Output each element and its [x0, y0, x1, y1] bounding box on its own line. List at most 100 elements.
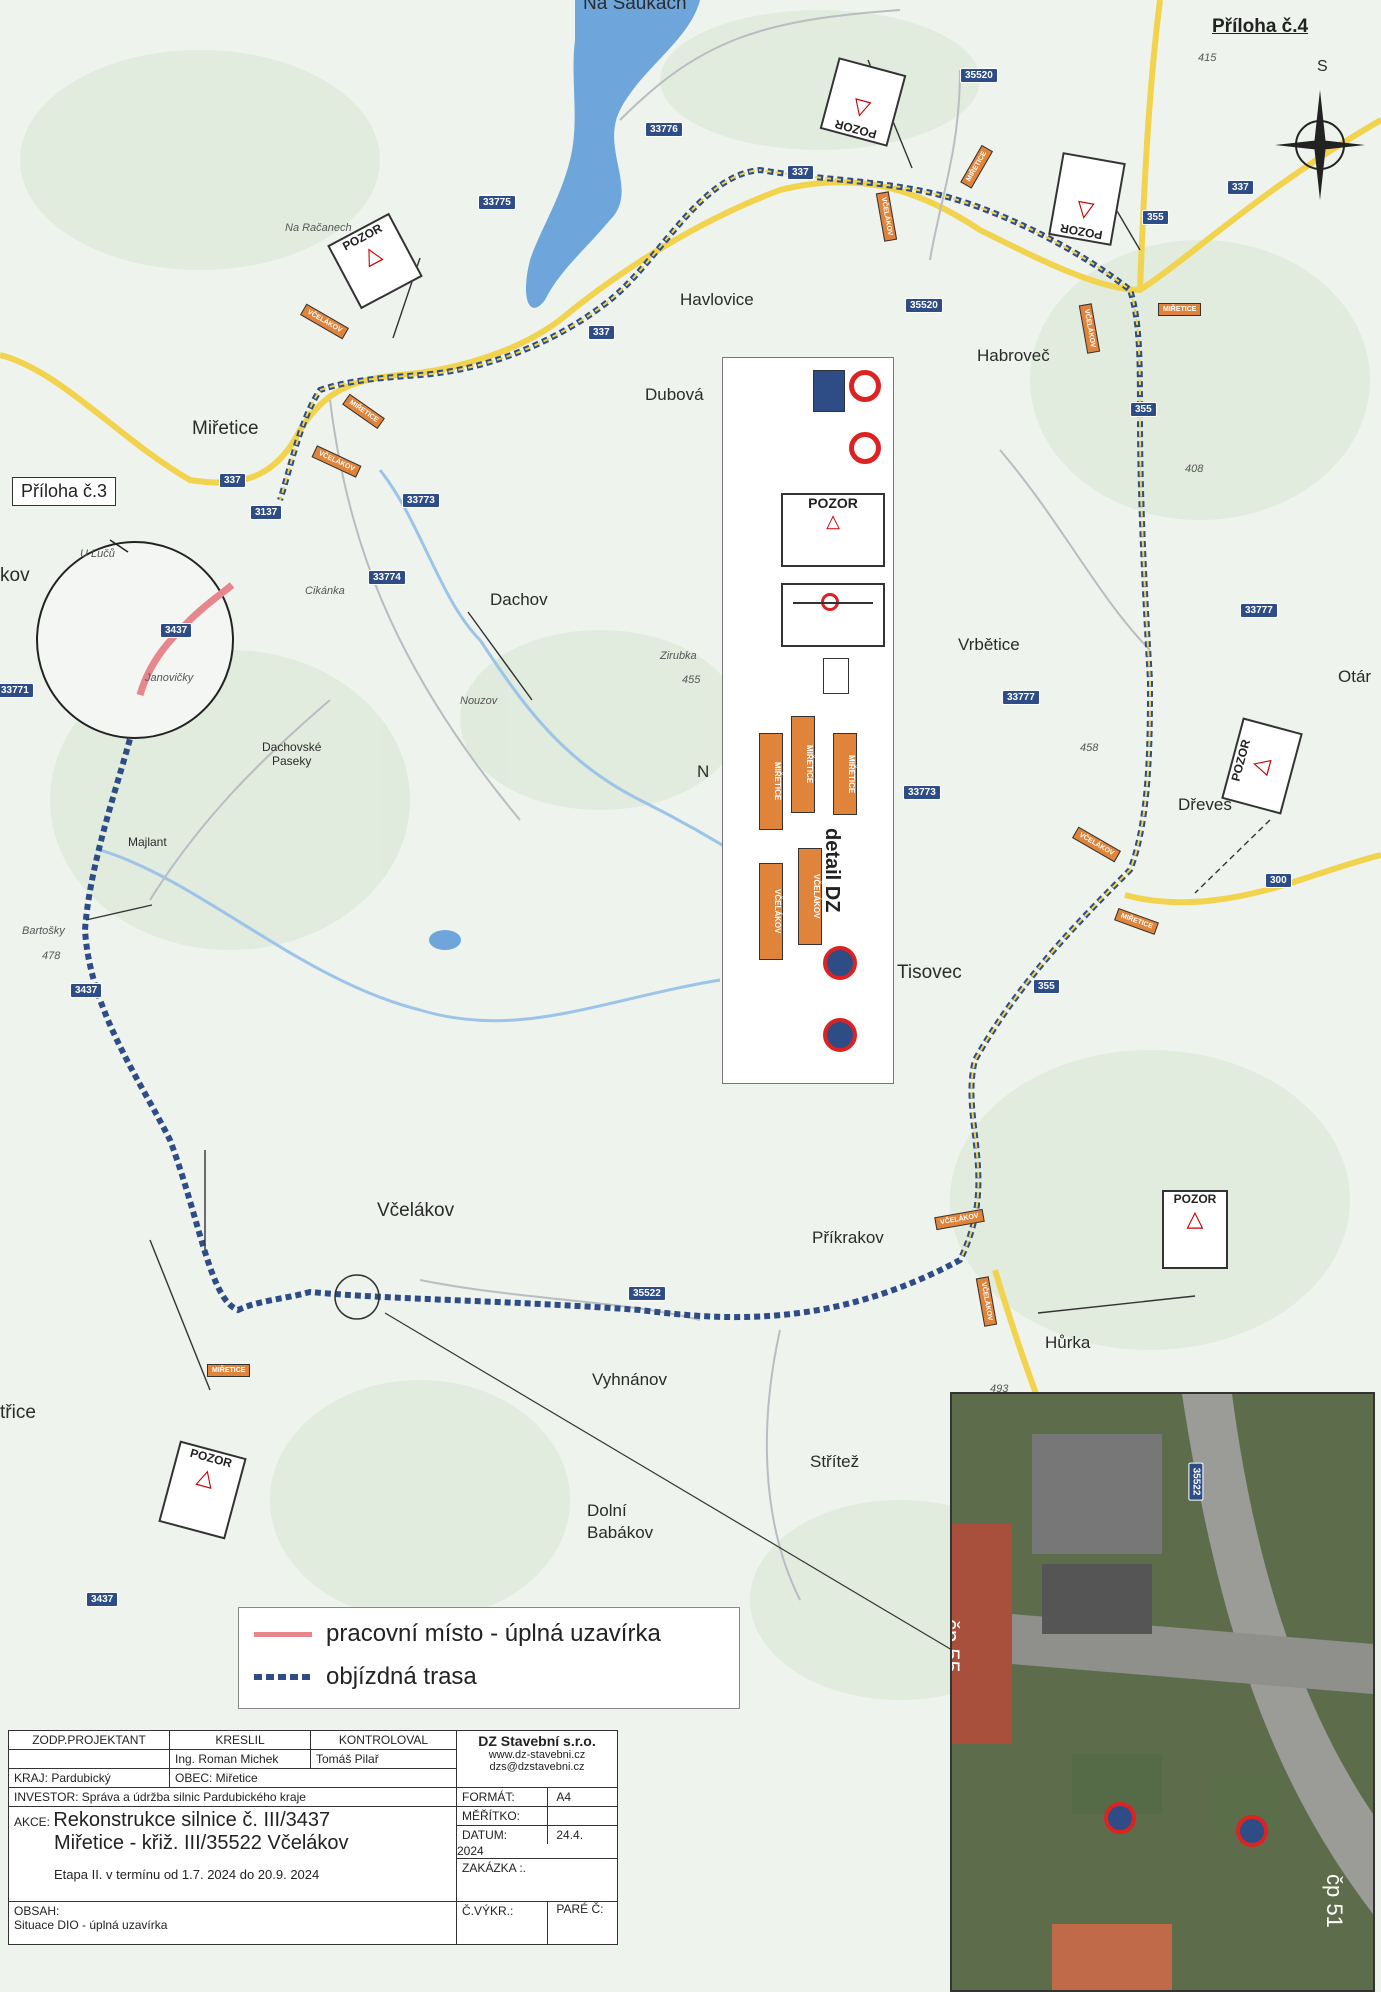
elevation-label: 415 — [1198, 52, 1217, 64]
tb-format-cell: FORMÁT: A4 — [456, 1787, 618, 1807]
tb-obsah-cell: OBSAH: Situace DIO - úplná uzavírka — [8, 1901, 457, 1945]
tb-format-label: FORMÁT: — [457, 1788, 548, 1806]
tb-header-kontroloval: KONTROLOVAL — [310, 1730, 457, 1750]
pozor-text: POZOR — [1173, 1192, 1217, 1206]
direction-sign: MIŘETICE — [207, 1364, 251, 1377]
tb-zakazka: ZAKÁZKA :. — [456, 1858, 618, 1902]
road-number: 337 — [787, 165, 814, 180]
road-number: 33777 — [1240, 603, 1278, 618]
stream — [99, 848, 721, 1023]
detail-direction-sign: MIŘETICE — [833, 733, 857, 815]
place-bartosky: Bartošky — [22, 925, 65, 937]
compass-rose — [1275, 90, 1365, 200]
tb-email: dzs@dzstavebni.cz — [489, 1761, 585, 1773]
legend-detour-swatch — [254, 1674, 312, 1680]
tb-kraj: KRAJ: Pardubický — [8, 1768, 170, 1788]
place-dreves: Dřeveš — [1178, 795, 1232, 814]
place-na-saukach: Na Saukách — [583, 0, 687, 14]
road-number: 337 — [588, 325, 615, 340]
tb-header-kreslil: KRESLIL — [169, 1730, 311, 1750]
place-dachov: Dachov — [490, 590, 548, 609]
pozor-warning-sign: POZOR △ — [1162, 1190, 1228, 1269]
road-number: 35520 — [905, 298, 943, 313]
tb-akce-line2: Miřetice - křiž. III/35522 Včelákov — [54, 1832, 349, 1854]
u4a-sign-icon — [823, 658, 849, 694]
detour-diagram-sign — [781, 583, 885, 647]
place-habrovec: Habroveč — [977, 346, 1050, 365]
direction-sign: MIŘETICE — [1158, 303, 1202, 316]
tb-cvykr-label: Č.VÝKR.: — [457, 1902, 548, 1944]
tb-web: www.dz-stavebni.cz — [488, 1749, 586, 1761]
road-number: 33775 — [478, 195, 516, 210]
detour-route — [81, 166, 1154, 1321]
road-number: 355 — [1142, 210, 1169, 225]
no-entry-circle-icon — [849, 432, 881, 464]
detail-pozor-text: POZOR — [808, 495, 858, 511]
tb-obec: OBEC: Miřetice — [169, 1768, 457, 1788]
tb-investor: INVESTOR: Správa a údržba silnic Pardubi… — [8, 1787, 457, 1807]
callout-arrow — [109, 539, 129, 553]
no-entry-circle-icon — [849, 370, 881, 402]
place-tisovec: Tisovec — [897, 962, 962, 983]
tb-meritko-cell: MĚŘÍTKO: — [456, 1806, 618, 1826]
road-number: 33774 — [368, 570, 406, 585]
place-celakov: Včelákov — [377, 1200, 455, 1221]
legend: pracovní místo - úplná uzavírka objízdná… — [238, 1607, 740, 1709]
place-prikrakov: Příkrakov — [812, 1228, 884, 1247]
place-na-racanech: Na Račanech — [285, 222, 352, 234]
legend-row-detour: objízdná trasa — [254, 1663, 477, 1691]
legend-closure-label: pracovní místo - úplná uzavírka — [326, 1620, 661, 1647]
diagram-road-line — [793, 602, 873, 604]
callout-circle — [36, 541, 234, 739]
tb-meritko-label: MĚŘÍTKO: — [457, 1807, 548, 1825]
place-dubova: Dubová — [645, 385, 704, 404]
tb-kontroloval-value: Tomáš Pilař — [310, 1749, 457, 1769]
detail-pozor-sign: POZOR △ — [781, 493, 885, 567]
place-zirubka: Zirubka — [660, 650, 697, 662]
reservoir — [525, 0, 700, 308]
tb-etapa: Etapa II. v termínu od 1.7. 2024 do 20.9… — [54, 1867, 320, 1882]
tb-obsah: Situace DIO - úplná uzavírka — [14, 1918, 168, 1932]
photo-road-number: 35522 — [1188, 1462, 1204, 1501]
tb-obsah-label: OBSAH: — [14, 1904, 60, 1918]
tb-header-zodp: ZODP.PROJEKTANT — [8, 1730, 170, 1750]
elevation-label: 455 — [682, 674, 701, 686]
elevation-label: 478 — [42, 950, 61, 962]
place-dolni-babakov: Dolní Babákov — [587, 1501, 654, 1542]
place-trice: třice — [0, 1402, 36, 1423]
detail-direction-sign: VČELÁKOV — [759, 863, 783, 960]
place-majlant: Majlant — [128, 835, 167, 849]
road-number: 33771 — [0, 683, 34, 698]
tb-datum-value: 24.4. 2024 — [457, 1828, 584, 1858]
place-u-lucu: U Lučů — [80, 548, 115, 560]
legend-closure-swatch — [254, 1631, 312, 1637]
road-number: 337 — [1227, 180, 1254, 195]
pond — [429, 930, 461, 950]
title-block-table: ZODP.PROJEKTANT KRESLIL KONTROLOVAL DZ S… — [8, 1730, 618, 1945]
road-number: 3437 — [70, 983, 103, 998]
road-number: 33773 — [903, 785, 941, 800]
tb-akce-label: AKCE: — [14, 1815, 51, 1829]
place-nouzov: Nouzov — [460, 695, 498, 707]
road-number: 35520 — [960, 68, 998, 83]
ip10a-sign-icon — [813, 370, 845, 412]
tb-zodp-value — [8, 1749, 170, 1769]
place-havlovice: Havlovice — [680, 290, 754, 309]
page-title: Příloha č.4 — [1212, 16, 1309, 37]
tb-akce-line1: Rekonstrukce silnice č. III/3437 — [53, 1809, 331, 1831]
detail-dz-panel: detail DZ POZOR △ MIŘETICE MIŘETICE MIŘE… — [722, 357, 894, 1084]
intersection-circle — [334, 1274, 380, 1320]
callout-label: Příloha č.3 — [12, 477, 117, 506]
place-kov: kov — [0, 565, 30, 586]
tb-pare-label: PARÉ Č: — [556, 1902, 604, 1916]
no-stopping-sign-icon — [823, 1018, 857, 1052]
tb-meritko-value — [548, 1807, 558, 1825]
place-miretice: Miřetice — [192, 418, 259, 439]
elevation-label: 408 — [1185, 463, 1204, 475]
minor-roads — [149, 9, 1151, 1601]
tb-format-value: A4 — [556, 1790, 572, 1804]
tb-company-cell: DZ Stavební s.r.o. www.dz-stavebni.cz dz… — [456, 1730, 618, 1788]
warning-triangle-icon: △ — [1186, 1206, 1204, 1231]
place-stritez: Střítež — [810, 1452, 860, 1471]
